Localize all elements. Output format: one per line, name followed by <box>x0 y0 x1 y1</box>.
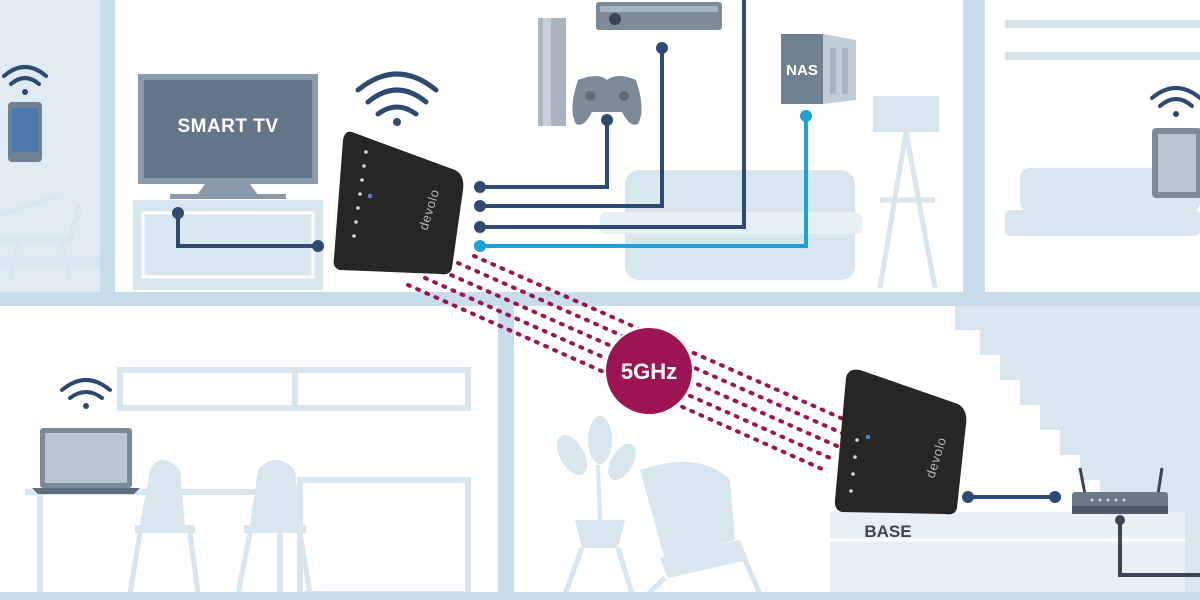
smartphone-icon <box>8 102 42 162</box>
hall-cabinet <box>830 512 1185 594</box>
nas-icon <box>781 34 856 104</box>
game-console-icon <box>538 18 566 126</box>
floor-lamp <box>873 96 939 289</box>
dining-chair <box>127 460 313 595</box>
router-icon <box>1072 467 1168 514</box>
cable-connectors <box>172 42 1125 525</box>
window-panels <box>117 367 471 411</box>
wifi-icon-tablet <box>1150 86 1200 117</box>
armchair <box>640 462 763 596</box>
smart-tv-label: SMART TV <box>177 116 279 137</box>
nas-label: NAS <box>786 62 818 79</box>
mesh-unit-icon <box>333 131 464 275</box>
band-label: 5GHz <box>620 359 678 384</box>
lan-cables <box>176 0 1200 577</box>
wifi-icon-mesh <box>355 71 439 126</box>
shelf <box>0 255 100 267</box>
blu-ray-player-icon <box>596 2 722 30</box>
lounge-chair <box>0 192 83 281</box>
laptop-icon <box>32 428 140 494</box>
base-unit-icon <box>834 369 967 515</box>
wifi-icon-laptop <box>60 378 112 409</box>
band-badge <box>604 326 694 416</box>
smart-tv-icon <box>138 74 318 199</box>
gamepad-icon <box>572 76 642 125</box>
base-label: BASE <box>864 522 912 541</box>
right-room-sofa <box>1005 20 1200 236</box>
potted-plant <box>556 416 636 595</box>
wifi-icon-phone <box>2 65 48 95</box>
tablet-icon <box>1152 128 1200 198</box>
